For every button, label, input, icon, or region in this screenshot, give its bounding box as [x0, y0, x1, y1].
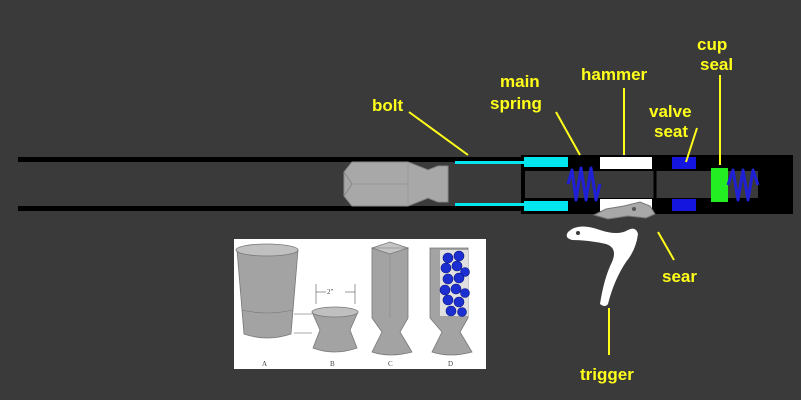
inset-figure-c [370, 241, 413, 356]
label-main-spring-line2: spring [490, 94, 542, 113]
valve-seat-icon [672, 157, 696, 211]
paintball-size-inset: 2" A B C D [234, 239, 486, 369]
label-trigger: trigger [580, 365, 634, 384]
inset-dimension-label: 2" [327, 288, 334, 296]
inset-figure-d [429, 247, 473, 356]
inset-letter-c: C [388, 360, 393, 368]
main-spring-icon [566, 166, 602, 202]
inset-figure-a [235, 243, 299, 339]
label-sear: sear [662, 267, 697, 286]
barrel-bottom-rail [18, 206, 523, 211]
inset-letter-a: A [262, 360, 267, 368]
leader-sear [657, 231, 675, 261]
inset-figure-b: 2" [294, 284, 359, 353]
label-valve-seat-line1: valve [649, 102, 692, 121]
cup-seal-icon [711, 168, 728, 202]
leader-bolt [408, 111, 469, 156]
bolt-tube-bottom-front [455, 203, 525, 206]
sear-icon [592, 201, 656, 220]
bolt-tube [455, 157, 568, 211]
bolt-tube-top-rear [524, 157, 568, 167]
label-cup-seal-line1: cup [697, 35, 727, 54]
bolt-tube-top-front [455, 161, 525, 164]
body-front-wall [521, 155, 525, 214]
inset-letter-d: D [448, 360, 453, 368]
leader-lines [408, 75, 721, 355]
leader-main-spring [555, 111, 581, 156]
bolt-tube-bottom-rear [524, 201, 568, 211]
leader-valve-seat [685, 127, 698, 163]
trigger-icon [566, 226, 638, 306]
valve-spring-icon [726, 168, 760, 202]
label-cup-seal-line2: seal [700, 55, 733, 74]
label-hammer: hammer [581, 65, 648, 84]
body-end-cap [758, 167, 793, 202]
label-bolt: bolt [372, 96, 403, 115]
label-valve-seat-line2: seat [654, 122, 688, 141]
paintballs-icon [439, 250, 470, 317]
inset-letter-b: B [330, 360, 335, 368]
hammer-icon [600, 157, 652, 211]
body-top-wall [521, 155, 793, 171]
label-main-spring-line1: main [500, 72, 540, 91]
bolt-icon [343, 161, 449, 207]
barrel-top-rail [18, 157, 523, 162]
